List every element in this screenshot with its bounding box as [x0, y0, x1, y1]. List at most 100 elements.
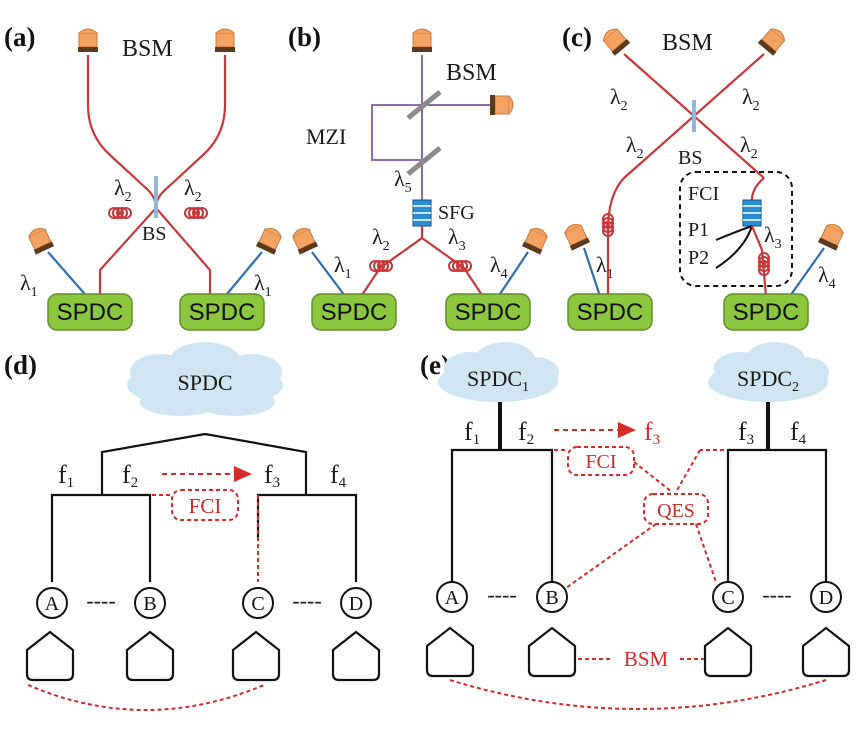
qes-link — [633, 461, 673, 493]
fiber-line — [359, 226, 424, 299]
lambda-label: λ2 — [184, 175, 202, 205]
node-label: A — [45, 593, 60, 615]
pump-line — [715, 225, 753, 269]
cloud-label: SPDC — [177, 370, 232, 395]
panel-d-tag: (d) — [4, 350, 37, 380]
panel-a: (a) BSM λ2 λ2 BS λ1 λ1 SPDC SPDC — [4, 22, 285, 331]
lambda-label: λ2 — [742, 84, 760, 114]
tree-branch — [450, 448, 554, 582]
tree-branch — [100, 432, 308, 495]
panel-b-mzi-label: MZI — [306, 124, 346, 149]
node-circle — [536, 581, 568, 613]
free-space-line — [495, 251, 529, 301]
fci-label: FCI — [585, 451, 616, 473]
lambda-label: λ3 — [448, 224, 466, 254]
node-label: D — [819, 587, 833, 609]
spdc-label: SPDC — [455, 299, 522, 326]
panel-c-bs-label: BS — [678, 147, 702, 169]
tree-branch — [256, 493, 358, 582]
lambda-label: λ3 — [764, 222, 782, 252]
detector-icon — [214, 28, 236, 53]
mirror — [406, 146, 442, 176]
free-space-line — [221, 251, 263, 301]
freq-label: f1 — [464, 417, 480, 448]
user-node-icon — [25, 630, 75, 682]
node-circle — [36, 587, 68, 619]
node-label: C — [251, 593, 264, 615]
qes-box — [643, 493, 709, 525]
user-node-icon — [801, 626, 851, 678]
node-label: B — [143, 593, 156, 615]
spdc-cloud-2 — [708, 342, 829, 402]
freq-label: f3 — [738, 417, 754, 448]
spdc-source — [723, 293, 809, 331]
user-node-icon — [231, 630, 281, 682]
lambda-label: λ1 — [20, 270, 38, 300]
lambda-label: λ1 — [254, 270, 272, 300]
qes-label: QES — [657, 500, 695, 522]
spdc-label: SPDC — [321, 299, 388, 326]
user-node-icon — [527, 626, 577, 678]
panel-a-bs-label: BS — [142, 223, 166, 245]
ellipsis-dashes: ---- — [86, 588, 115, 613]
panel-b-sfg-label: SFG — [438, 202, 475, 224]
freq-label: f1 — [58, 460, 74, 491]
node-circle — [340, 587, 372, 619]
lambda-label: λ4 — [490, 252, 508, 282]
ellipsis-dashes: ---- — [762, 582, 791, 607]
panel-e: (e) SPDC1 SPDC2 f1 f2 f3 f4 f3 FCI — [420, 342, 851, 710]
node-label: B — [545, 587, 558, 609]
node-circle — [242, 587, 274, 619]
fci-box — [171, 489, 239, 521]
fci-label: FCI — [189, 494, 222, 518]
cloud-label: SPDC2 — [737, 366, 799, 395]
node-circle — [134, 587, 166, 619]
freq-label: f3 — [264, 460, 280, 491]
spdc-label: SPDC — [189, 299, 256, 326]
fiber-coil-icon — [448, 260, 472, 272]
freq-label: f4 — [330, 460, 347, 491]
free-space-line — [582, 247, 602, 297]
pump-p1-label: P1 — [688, 219, 709, 241]
detector-icon — [255, 224, 285, 256]
ellipsis-dashes: ---- — [487, 582, 516, 607]
spdc-label: SPDC — [577, 299, 644, 326]
panel-a-bsm-label: BSM — [122, 36, 173, 62]
freq-label: f2 — [518, 417, 534, 448]
spdc-source — [47, 293, 133, 331]
mirror — [406, 90, 442, 120]
panel-b-tag: (b) — [288, 22, 321, 52]
qes-link — [695, 523, 717, 583]
pump-p2-label: P2 — [688, 247, 709, 269]
panel-a-tag: (a) — [4, 22, 35, 52]
pump-line — [715, 225, 753, 241]
detector-icon — [561, 220, 591, 252]
detector-icon — [757, 24, 789, 57]
node-label: A — [445, 587, 460, 609]
panel-b: (b) BSM MZI λ5 SFG λ2 λ3 λ1 λ4 SPDC SPDC — [288, 22, 551, 331]
spdc-source — [567, 293, 653, 331]
qes-link — [565, 523, 657, 589]
qes-link — [675, 449, 701, 493]
spdc-source — [445, 293, 531, 331]
lambda-label: λ2 — [114, 175, 132, 205]
spdc-cloud — [127, 342, 283, 416]
user-node-icon — [703, 626, 753, 678]
spdc-source — [179, 293, 265, 331]
fiber-line — [421, 237, 485, 299]
detector-icon — [817, 220, 847, 252]
free-space-line — [789, 247, 825, 297]
panel-c-fci-label: FCI — [688, 183, 719, 205]
fiber-coil-icon — [184, 207, 208, 219]
fiber-coil-icon — [108, 207, 132, 219]
panel-d: (d) SPDC f1 f2 f3 f4 FCI A B C D ---- -- — [4, 342, 381, 711]
lambda-label: λ2 — [626, 132, 644, 162]
spdc-source — [311, 293, 397, 331]
free-space-line — [311, 251, 349, 301]
node-label: D — [349, 593, 363, 615]
fiber-line — [606, 177, 625, 296]
node-circle — [810, 581, 842, 613]
lambda-label: λ4 — [818, 262, 836, 292]
node-circle — [712, 581, 744, 613]
